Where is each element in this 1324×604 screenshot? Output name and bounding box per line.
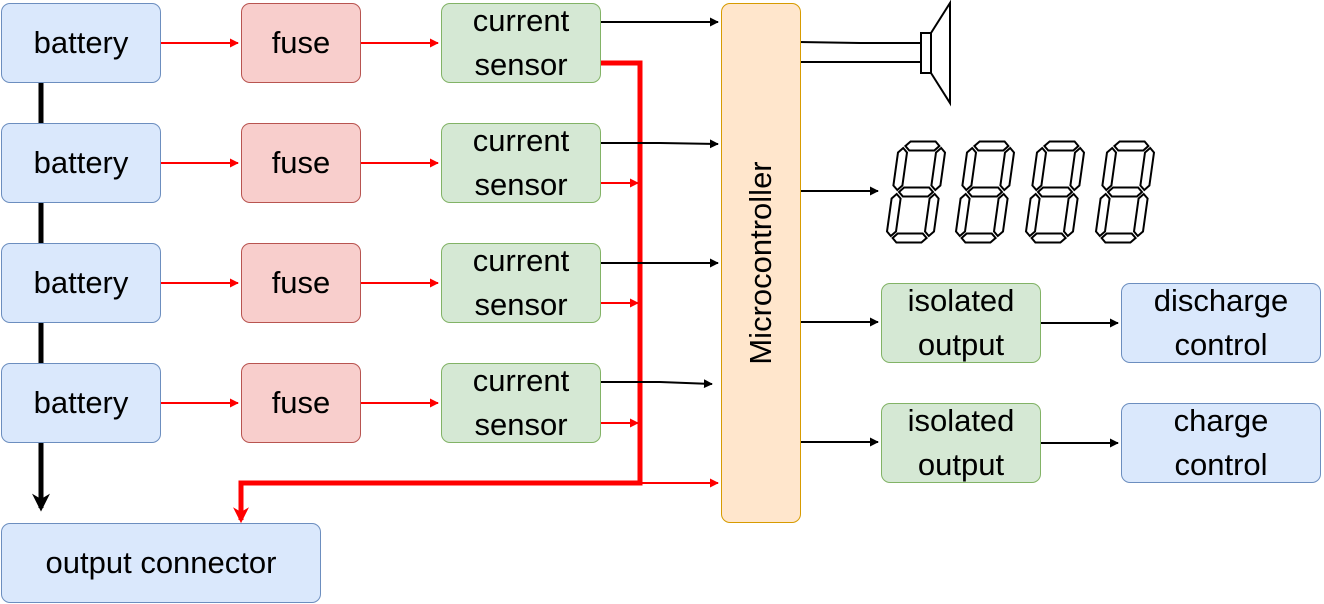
discharge-control: discharge control [1121, 283, 1321, 363]
battery-1: battery [1, 3, 161, 83]
sensor-label-line1: current [472, 243, 570, 278]
display-segment [1031, 146, 1048, 192]
sensor-label-line2: sensor [474, 167, 568, 202]
battery-4: battery [1, 363, 161, 443]
fuse-1: fuse [241, 3, 361, 83]
current-sensor-4: current sensor [441, 363, 601, 443]
display-segment [1042, 140, 1080, 152]
microcontroller-label: Microcontroller [743, 161, 778, 365]
control-line1: discharge [1153, 283, 1289, 318]
isolated-output-2: isolated output [881, 403, 1041, 483]
current-sensor-2: current sensor [441, 123, 601, 203]
fuse-to-sensor-wires [361, 38, 439, 408]
fuse-label: fuse [271, 385, 331, 420]
power-bus [233, 60, 719, 524]
sensor-label-line1: current [472, 3, 570, 38]
current-sensor-3: current sensor [441, 243, 601, 323]
battery-label: battery [33, 385, 129, 420]
microcontroller: Microcontroller [721, 3, 801, 523]
display-segment [972, 140, 1010, 152]
display-segment [891, 232, 929, 244]
display-segment [885, 192, 902, 238]
display-segment [1024, 192, 1041, 238]
display-segment [1036, 186, 1074, 198]
fuse-4: fuse [241, 363, 361, 443]
mcu-output-wires [798, 41, 1119, 448]
battery-label: battery [33, 145, 129, 180]
sensor-to-mcu-wires [601, 17, 719, 389]
output-connector-label: output connector [45, 545, 277, 580]
display-segment [961, 146, 978, 192]
fuse-3: fuse [241, 243, 361, 323]
isolated-output-line2: output [917, 447, 1005, 482]
sensor-label-line1: current [472, 363, 570, 398]
current-sensor-1: current sensor [441, 3, 601, 83]
sensor-label-line1: current [472, 123, 570, 158]
fuse-label: fuse [271, 265, 331, 300]
display-segment [1106, 186, 1144, 198]
isolated-output-line1: isolated [907, 283, 1015, 318]
battery-label: battery [33, 265, 129, 300]
display-segment [1101, 146, 1118, 192]
display-segment [1100, 232, 1138, 244]
display-segment [954, 192, 971, 238]
display-segment [892, 146, 909, 192]
control-line2: control [1174, 327, 1268, 362]
battery-2: battery [1, 123, 161, 203]
display-segment [923, 192, 940, 238]
display-segment [897, 186, 935, 198]
isolated-output-line2: output [917, 327, 1005, 362]
display-segment [1132, 192, 1149, 238]
sensor-label-line2: sensor [474, 47, 568, 82]
battery-3: battery [1, 243, 161, 323]
fuse-2: fuse [241, 123, 361, 203]
display-segment [992, 192, 1009, 238]
isolated-output-1: isolated output [881, 283, 1041, 363]
output-connector: output connector [1, 523, 321, 603]
display-segment [1139, 146, 1156, 192]
display-segment [903, 140, 941, 152]
fuse-label: fuse [271, 25, 331, 60]
battery-to-fuse-wires [161, 38, 239, 408]
display-segment [1062, 192, 1079, 238]
charge-control: charge control [1121, 403, 1321, 483]
fuse-label: fuse [271, 145, 331, 180]
display-segment [1112, 140, 1150, 152]
seven-segment-display-icon [885, 140, 1156, 244]
sensor-label-line2: sensor [474, 287, 568, 322]
display-segment [999, 146, 1016, 192]
battery-label: battery [33, 25, 129, 60]
display-segment [930, 146, 947, 192]
display-segment [960, 232, 998, 244]
control-line2: control [1174, 447, 1268, 482]
display-segment [1094, 192, 1111, 238]
display-segment [1069, 146, 1086, 192]
display-segment [1030, 232, 1068, 244]
isolated-output-line1: isolated [907, 403, 1015, 438]
control-line1: charge [1173, 403, 1269, 438]
speaker-icon [920, 0, 951, 107]
display-segment [966, 186, 1004, 198]
sensor-label-line2: sensor [474, 407, 568, 442]
